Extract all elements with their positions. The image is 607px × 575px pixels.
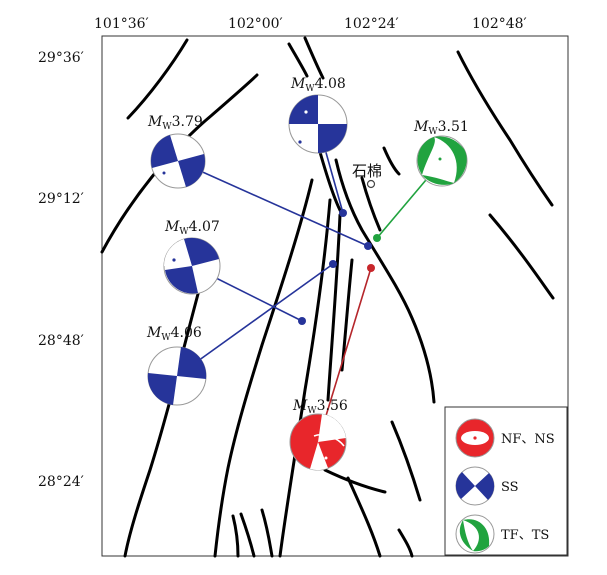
left-tick-label: 28°24′ — [38, 474, 84, 490]
fault-line — [303, 36, 325, 80]
left-axis-labels: 29°36′ 29°12′ 28°48′ 28°24′ — [38, 50, 84, 490]
fault-line — [126, 38, 189, 120]
fault-line — [231, 514, 240, 558]
fault-line — [360, 176, 382, 232]
beachball-ss-icon — [288, 94, 348, 154]
epicenter-marker — [339, 209, 347, 217]
legend-label: SS — [501, 480, 519, 495]
fault-line — [390, 420, 422, 502]
left-tick-label: 28°48′ — [38, 333, 84, 349]
left-tick-label: 29°12′ — [38, 191, 84, 207]
fault-line — [260, 508, 274, 558]
connector-line — [176, 263, 334, 377]
fault-line — [334, 158, 436, 404]
epicenter-marker — [364, 242, 372, 250]
magnitude-labels: MW4.08 MW3.79 MW3.51 MW4.07 MW4.06 MW3.5… — [146, 76, 469, 416]
magnitude-label: MW3.79 — [147, 114, 203, 132]
left-tick-label: 29°36′ — [38, 50, 84, 66]
map-frame — [101, 35, 569, 557]
epicenters — [298, 209, 381, 325]
magnitude-label: MW4.06 — [146, 325, 202, 343]
fault-line — [340, 258, 354, 372]
fault-line — [100, 73, 259, 254]
connector-line — [177, 160, 369, 247]
connector-line — [317, 267, 372, 443]
fault-line — [346, 476, 382, 558]
fault-line — [278, 198, 332, 558]
magnitude-label: MW3.56 — [292, 398, 348, 416]
legend-label: NF、NS — [501, 432, 555, 447]
connector-lines — [176, 123, 443, 443]
fault-line — [123, 248, 212, 558]
epicenter-marker — [329, 260, 337, 268]
top-tick-label: 102°24′ — [344, 16, 399, 32]
magnitude-label: MW4.07 — [164, 219, 220, 237]
top-axis-labels: 101°36′ 102°00′ 102°24′ 102°48′ — [94, 16, 527, 32]
town-marker — [366, 179, 376, 189]
fault-line — [488, 213, 555, 300]
legend: NF、NS SS TF、TS — [444, 406, 568, 556]
fault-line — [456, 50, 554, 207]
legend-tf-icon — [455, 514, 495, 554]
fault-line — [323, 468, 387, 494]
top-tick-label: 101°36′ — [94, 16, 149, 32]
fault-line — [287, 42, 309, 78]
epicenter-marker — [367, 264, 375, 272]
fault-line — [397, 528, 414, 558]
fault-line — [213, 178, 314, 558]
town-label: 石棉 — [352, 162, 382, 180]
fault-line — [239, 512, 256, 558]
beachball-nf-icon — [289, 413, 347, 471]
legend-label: TF、TS — [501, 528, 549, 543]
fault-line — [326, 213, 342, 402]
legend-nf-icon — [455, 418, 495, 458]
magnitude-label: MW4.08 — [290, 76, 346, 94]
beachball-ss-icon — [147, 346, 207, 406]
epicenter-marker — [373, 234, 381, 242]
beachball-ss-icon — [163, 237, 221, 295]
top-tick-label: 102°00′ — [228, 16, 283, 32]
beachball-tf-icon — [416, 135, 468, 187]
fault-line — [382, 146, 401, 176]
beachball-ss-icon — [150, 133, 206, 189]
magnitude-label: MW3.51 — [413, 119, 469, 137]
epicenter-marker — [298, 317, 306, 325]
top-tick-label: 102°48′ — [472, 16, 527, 32]
legend-ss-icon — [455, 466, 495, 506]
